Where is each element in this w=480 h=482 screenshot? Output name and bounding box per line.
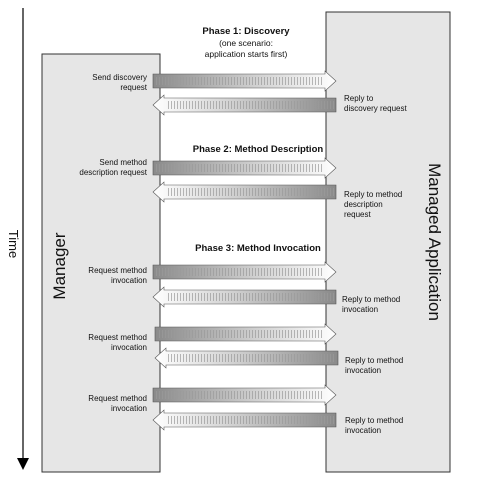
message-label: Reply to method invocation	[345, 356, 404, 375]
managed-application-box	[325, 11, 451, 473]
reply-arrow	[152, 409, 337, 431]
phase-1-note: (one scenario: application starts first)	[204, 38, 288, 59]
phase-2-title: Phase 2: Method Description	[192, 144, 324, 155]
request-arrow	[152, 384, 337, 406]
manager-box	[41, 53, 161, 473]
request-arrow	[152, 261, 337, 283]
message-label: Reply to method invocation	[345, 416, 404, 435]
reply-arrow	[152, 286, 337, 308]
phase-1-title: Phase 1: Discovery	[202, 26, 290, 37]
reply-arrow	[154, 347, 339, 369]
message-label: Send method description request	[79, 158, 147, 177]
message-label: Reply to method invocation	[342, 295, 401, 314]
message-label: Reply to method description request	[344, 190, 403, 219]
message-label: Send discovery request	[92, 73, 147, 92]
time-axis-arrowhead	[17, 458, 29, 470]
message-label: Request method invocation	[88, 266, 147, 285]
time-axis-label: Time	[6, 229, 21, 259]
request-arrow	[152, 70, 337, 92]
message-label: Request method invocation	[88, 394, 147, 413]
message-label: Request method invocation	[88, 333, 147, 352]
request-arrow	[152, 157, 337, 179]
reply-arrow	[152, 94, 337, 116]
reply-arrow	[152, 181, 337, 203]
phase-3-title: Phase 3: Method Invocation	[195, 243, 321, 254]
message-label: Reply to discovery request	[344, 94, 407, 113]
request-arrow	[154, 323, 337, 345]
